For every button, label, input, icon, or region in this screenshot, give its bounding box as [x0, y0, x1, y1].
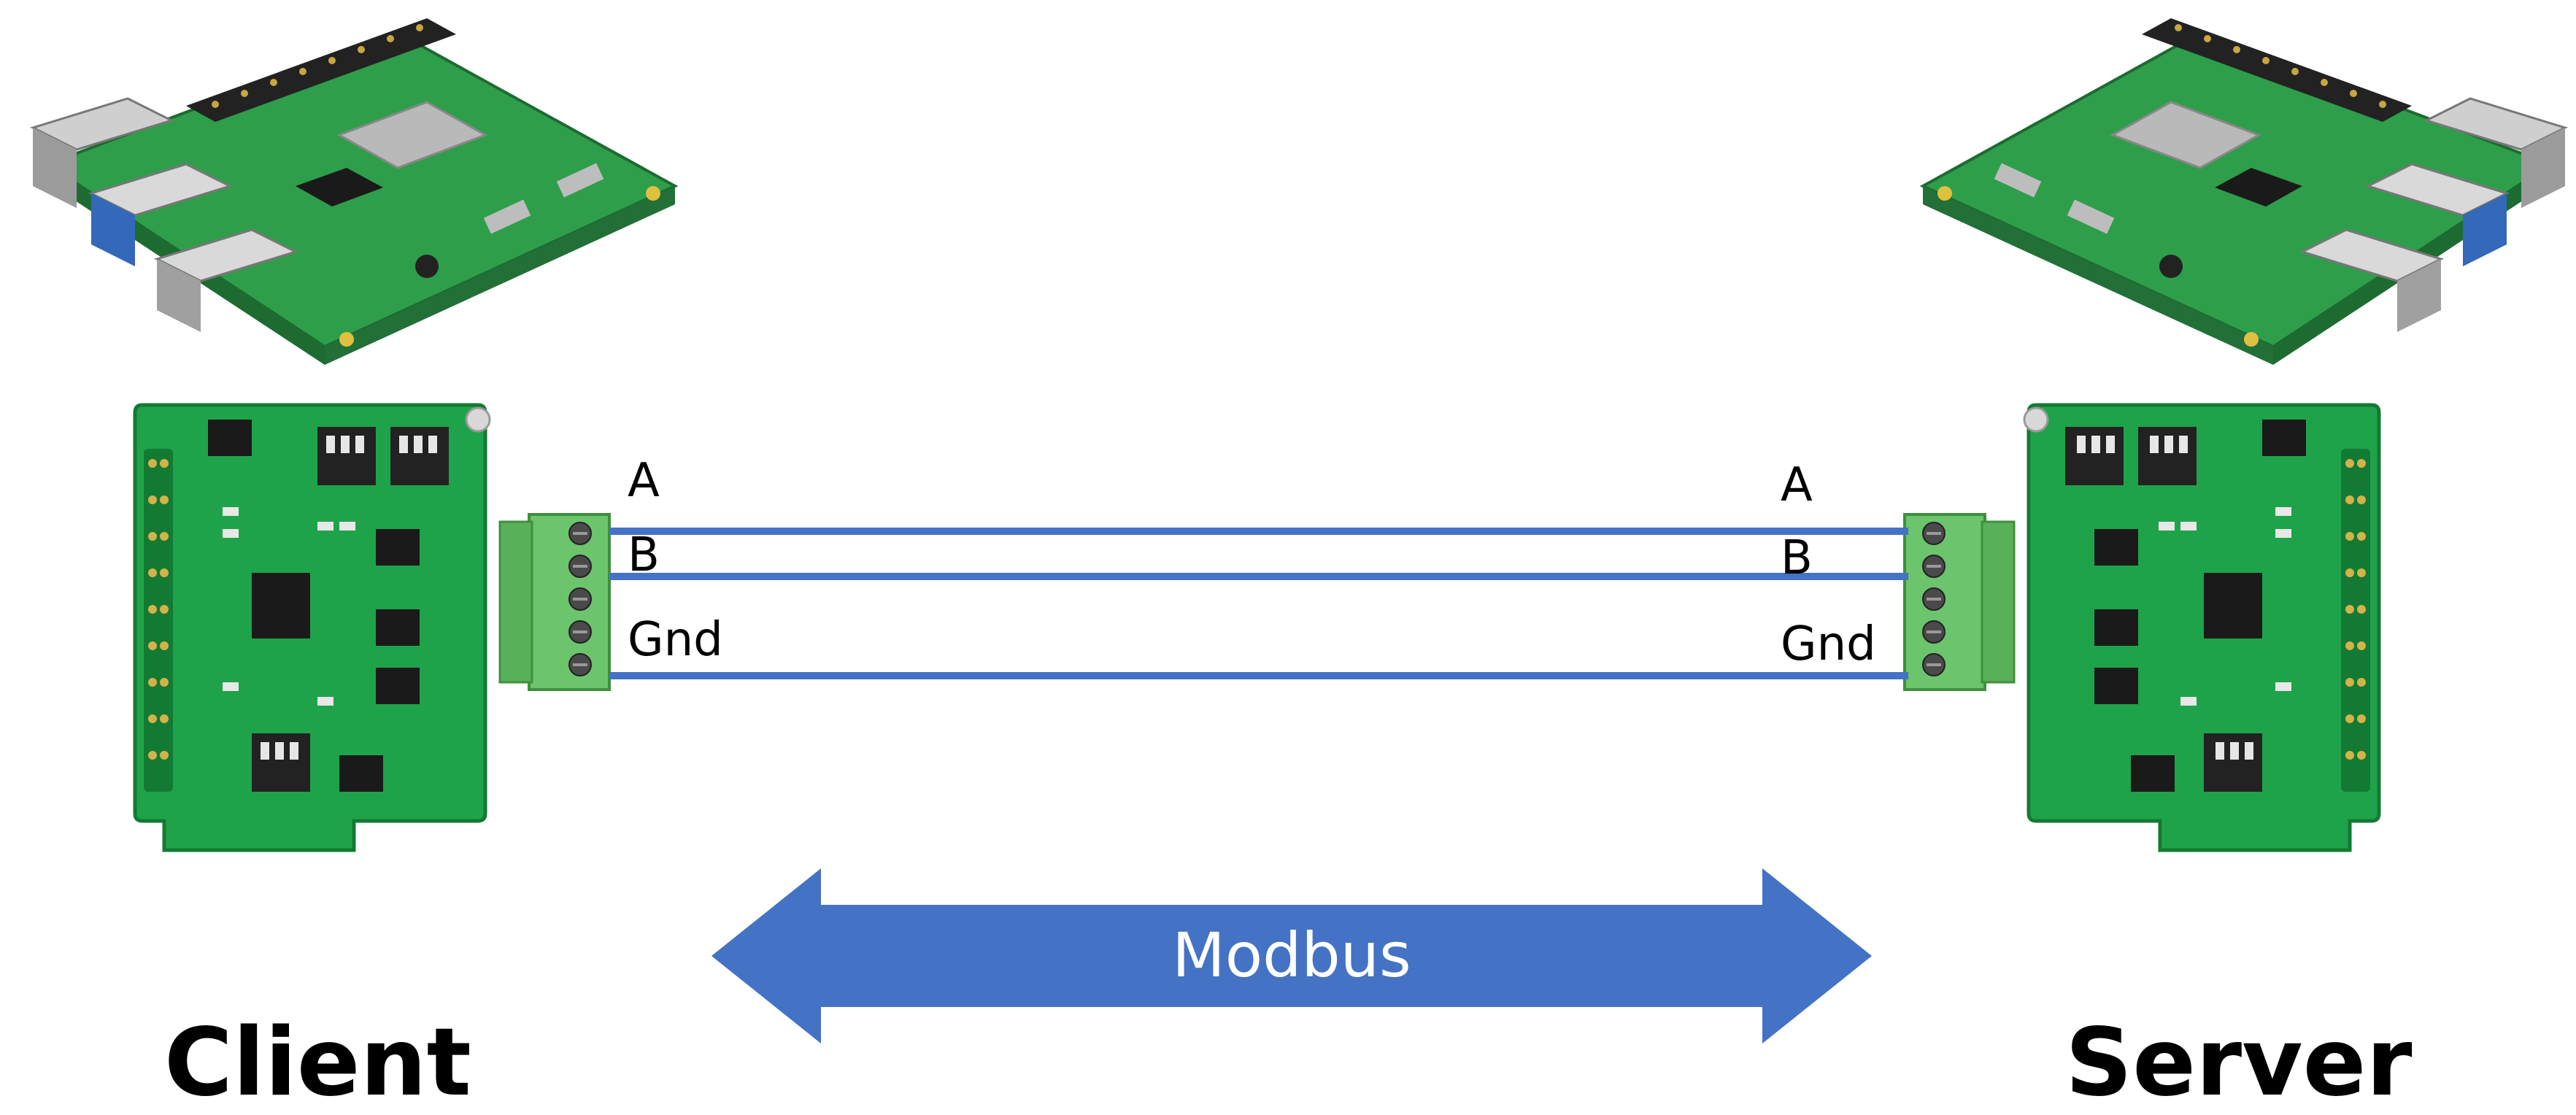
screw-terminal-icon	[1903, 513, 2016, 691]
left-wire-a-label: A	[628, 454, 660, 508]
raspberry-pi-board-icon	[31, 17, 676, 366]
client-label: Client	[164, 1008, 471, 1115]
left-wire-b-label: B	[628, 528, 660, 582]
right-wire-gnd-label: Gnd	[1781, 617, 1876, 671]
double-arrow-icon	[712, 868, 1872, 1043]
server-label: Server	[2065, 1008, 2413, 1115]
bus-label: Modbus	[1172, 919, 1411, 991]
left-wire-gnd-label: Gnd	[628, 613, 723, 667]
left-node	[31, 17, 676, 850]
right-node	[1903, 17, 2567, 850]
screw-terminal-icon	[498, 513, 611, 691]
raspberry-pi-board-icon	[1921, 17, 2567, 366]
wire-labels: A B Gnd A B Gnd	[628, 454, 1876, 671]
bus-wires	[609, 528, 1908, 679]
modbus-arrow: Modbus	[712, 868, 1872, 1043]
right-wire-b-label: B	[1781, 531, 1813, 585]
rs485-hat-board-icon	[2024, 405, 2379, 850]
rs485-hat-board-icon	[135, 405, 490, 850]
right-wire-a-label: A	[1781, 458, 1813, 512]
